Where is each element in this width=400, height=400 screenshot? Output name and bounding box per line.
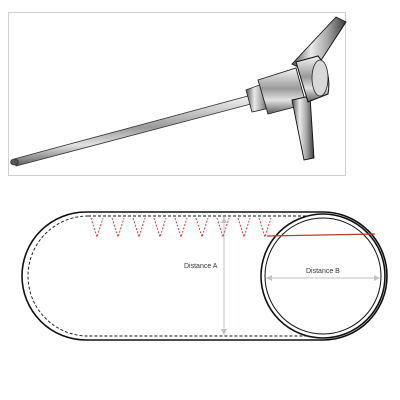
distance-b-arrow-right xyxy=(374,275,380,281)
right-circle-outer xyxy=(260,213,386,339)
needle-tip xyxy=(10,158,19,166)
triangle-marker xyxy=(237,217,251,239)
t-handle-lower-wing xyxy=(291,95,315,161)
triangle-marker xyxy=(258,217,272,239)
needle-panel xyxy=(8,12,347,176)
triangle-marker xyxy=(174,217,188,239)
stadium-diagram: Distance A Distance B xyxy=(21,211,388,341)
needle-illustration xyxy=(10,16,347,167)
red-chord xyxy=(266,233,376,237)
triangle-marker xyxy=(111,217,125,239)
t-handle-cap-face xyxy=(311,59,329,97)
triangle-markers xyxy=(90,217,272,239)
triangle-marker xyxy=(153,217,167,239)
outer-outline xyxy=(21,211,388,341)
triangle-marker xyxy=(132,217,146,239)
triangle-marker xyxy=(90,217,104,239)
distance-a-arrow-top xyxy=(221,217,227,223)
distance-b-arrow-left xyxy=(266,275,272,281)
distance-a-label: Distance A xyxy=(184,263,218,270)
triangle-marker xyxy=(195,217,209,239)
distance-b-label: Distance B xyxy=(306,268,340,275)
right-circle-inner xyxy=(264,217,382,335)
distance-a-arrow-bottom xyxy=(221,329,227,335)
triangle-marker xyxy=(216,217,230,239)
